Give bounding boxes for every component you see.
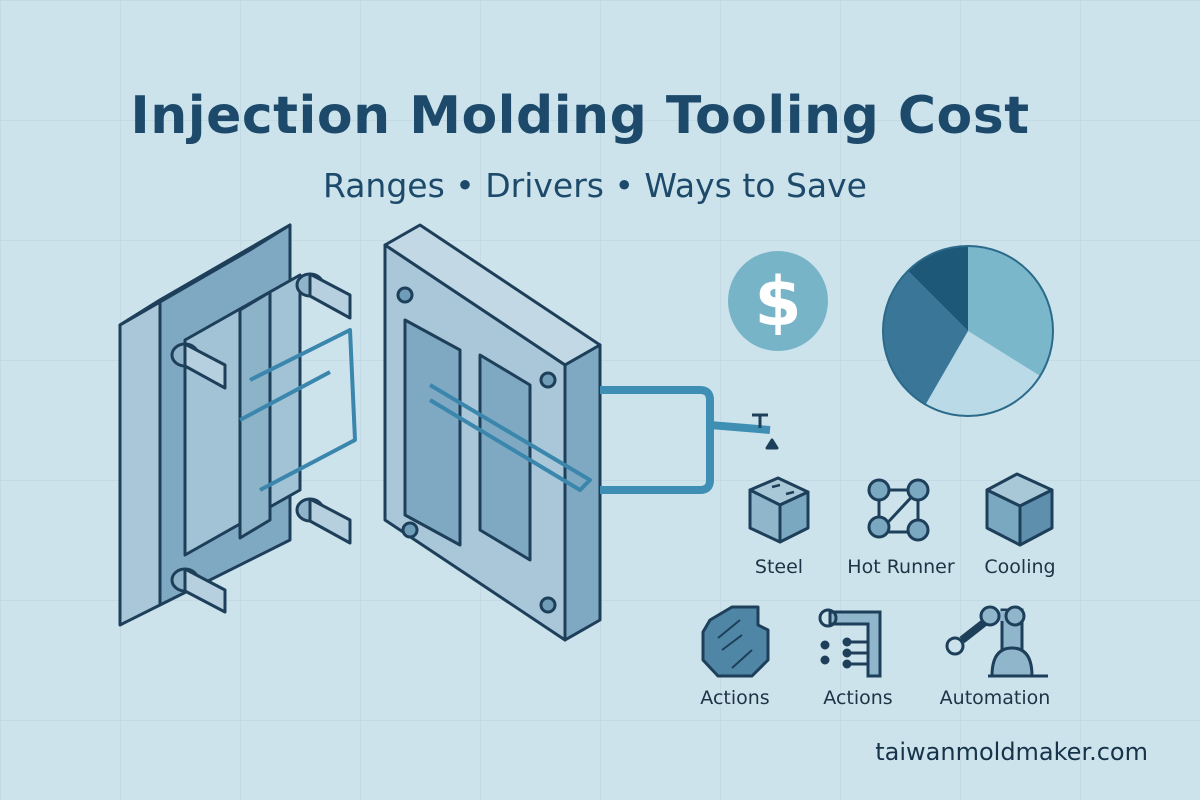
pie-outline [882, 245, 1054, 417]
hot-runner-icon [867, 478, 930, 542]
actions-wrench-icon [818, 608, 882, 678]
cost-pie-chart [882, 245, 1054, 417]
icon-label-steel: Steel [754, 556, 804, 578]
actions-plate-icon [701, 605, 770, 678]
pie-slice [968, 246, 1053, 377]
website-url: taiwanmoldmaker.com [875, 738, 1148, 766]
pie-slice [925, 331, 1041, 417]
pie-slice [883, 270, 968, 405]
icon-label-cooling: Cooling [984, 556, 1056, 578]
steel-block-icon [748, 476, 810, 544]
mold-right-half-icon [383, 223, 779, 642]
page-title: Injection Molding Tooling Cost [130, 86, 1030, 146]
svg-text:$: $ [754, 263, 801, 342]
dollar-icon: $ [728, 251, 828, 351]
mold-left-half-icon [118, 223, 357, 627]
page-subtitle: Ranges • Drivers • Ways to Save [323, 166, 867, 205]
icon-label-actions: Actions [700, 687, 770, 709]
icon-label-actions-2: Actions [823, 687, 893, 709]
icon-label-automation: Automation [939, 687, 1051, 709]
cooling-cube-icon [985, 472, 1054, 547]
icon-label-hot-runner: Hot Runner [847, 556, 955, 578]
pie-slice [907, 246, 968, 331]
robot-arm-icon [945, 605, 1048, 678]
